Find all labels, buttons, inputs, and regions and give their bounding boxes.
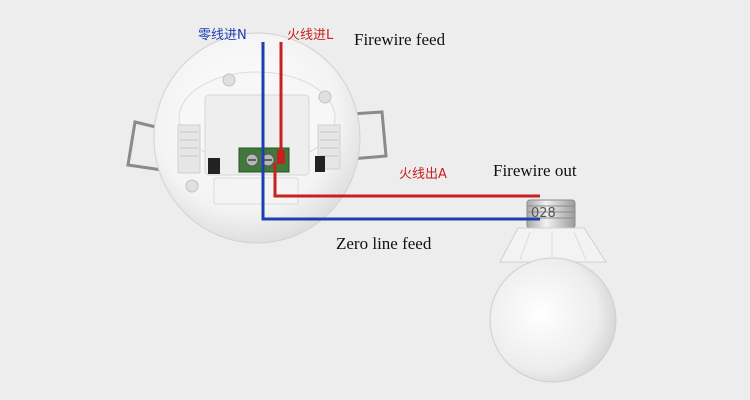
firewire-feed-label: Firewire feed xyxy=(354,30,446,49)
neutral-in-label: 零线进N xyxy=(198,28,247,43)
led-bulb xyxy=(489,199,617,383)
zero-line-feed-label: Zero line feed xyxy=(336,234,432,253)
live-out-wire xyxy=(273,163,540,198)
motion-sensor xyxy=(153,32,361,244)
right-spring-clip xyxy=(334,110,388,162)
firewire-out-label: Firewire out xyxy=(493,161,577,180)
left-spring-clip xyxy=(126,120,163,172)
live-in-label: 火线进L xyxy=(287,28,334,43)
live-out-label: 火线出A xyxy=(399,167,447,182)
wire-connection-mark xyxy=(277,150,285,164)
neutral-wire xyxy=(261,42,540,221)
bulb-marking: 028 xyxy=(531,206,556,221)
